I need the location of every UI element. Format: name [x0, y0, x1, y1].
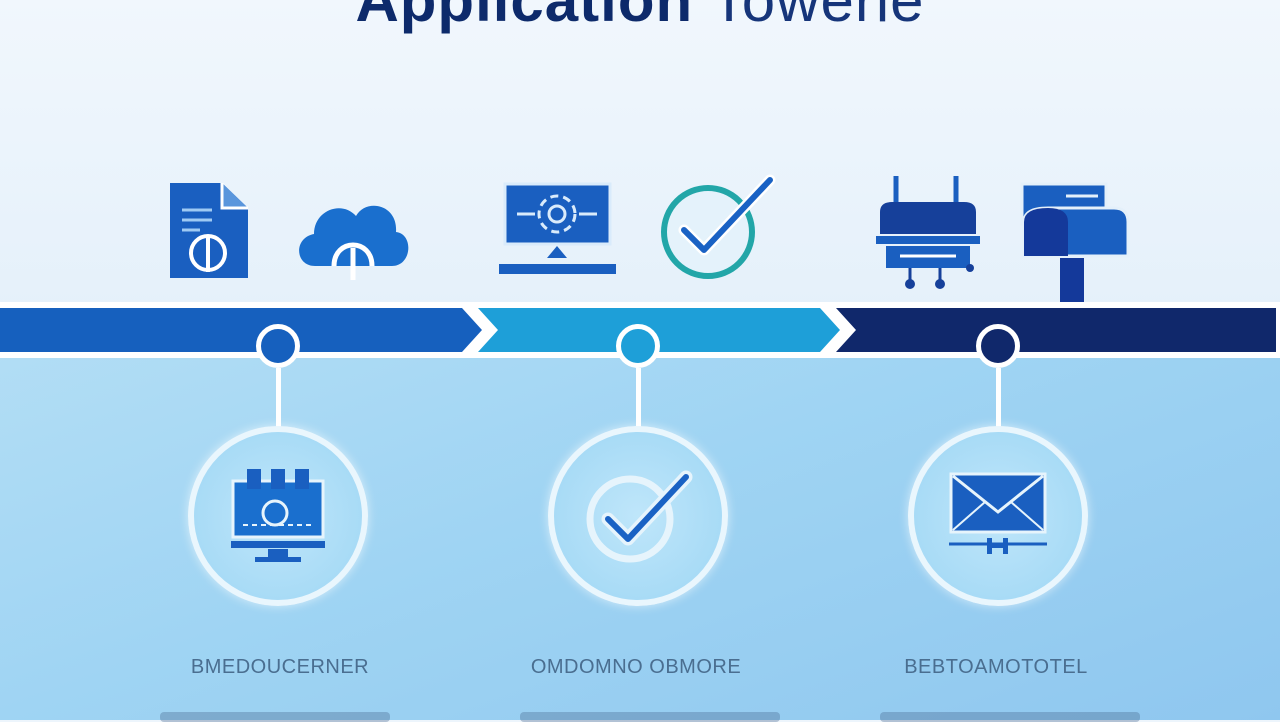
title-light: Towerie: [710, 0, 925, 34]
timeline-node-2: [616, 324, 660, 368]
timeline-node-3: [976, 324, 1020, 368]
step-1-circle: [188, 426, 368, 606]
document-icon: [160, 178, 255, 288]
server-icon: [868, 172, 988, 302]
title-bold: Application: [355, 0, 694, 34]
description-line: [520, 712, 780, 722]
step-3-label: BEBTOAMOTOTEL: [904, 656, 1088, 678]
monitor-icon: [231, 469, 325, 562]
step-2-label: OMDOMNO OBMORE: [530, 656, 742, 678]
timeline-node-1: [256, 324, 300, 368]
envelope-icon: [949, 472, 1047, 554]
checkmark-icon: [586, 470, 693, 563]
monitor-icon: [495, 178, 620, 288]
timeline-stem-3: [996, 368, 1001, 428]
timeline-segment-2: [478, 308, 840, 352]
timeline-segment-3: [836, 308, 1276, 352]
timeline-stem-2: [636, 368, 641, 428]
description-line: [160, 712, 390, 722]
step-3-circle: [908, 426, 1088, 606]
description-line: [880, 712, 1140, 722]
timeline-stem-1: [276, 368, 281, 428]
step-2-circle: [548, 426, 728, 606]
step-1-label: BMEDOUCERNER: [190, 656, 370, 678]
timeline-segment-1: [0, 308, 482, 352]
cloud-icon: [290, 188, 415, 293]
mailbox-icon: [1018, 178, 1133, 313]
checkmark-icon: [652, 172, 777, 287]
page-title: Application Towerie: [0, 0, 1280, 35]
